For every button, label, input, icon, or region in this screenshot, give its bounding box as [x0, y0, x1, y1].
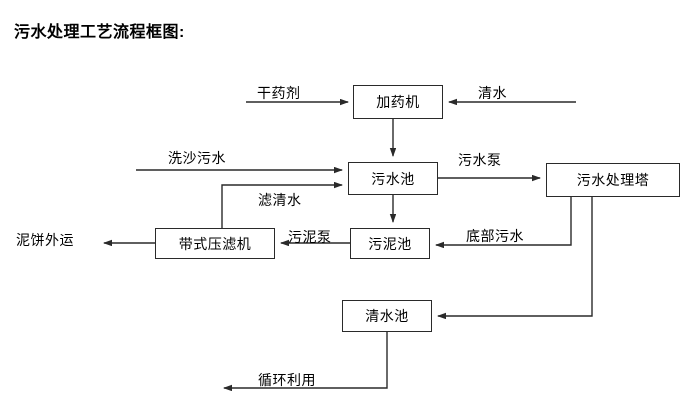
node-sewage-pool[interactable]: 污水池: [348, 162, 438, 195]
node-clean-water-pool[interactable]: 清水池: [342, 300, 432, 332]
node-clean-water-pool-label: 清水池: [365, 308, 409, 324]
edge-label-bottom-sewage: 底部污水: [466, 228, 524, 244]
node-dosing-machine-label: 加药机: [376, 94, 420, 110]
page-title: 污水处理工艺流程框图:: [14, 24, 185, 41]
edge-filtrate-to-sewage-pool: [221, 181, 343, 228]
edge-tower-to-clean-water-pool: [437, 197, 593, 320]
terminal-label-dry-reagent: 干药剂: [257, 85, 301, 101]
node-treatment-tower[interactable]: 污水处理塔: [546, 163, 680, 197]
terminal-label-sand-washing-sewage: 洗沙污水: [168, 150, 226, 166]
edge-label-recycle-use: 循环利用: [258, 372, 316, 388]
edge-label-filtrate: 滤清水: [258, 192, 302, 208]
node-belt-filter-press[interactable]: 带式压滤机: [155, 228, 275, 259]
edge-clean-water-pool-to-recycle: [223, 332, 388, 392]
node-sludge-pool[interactable]: 污泥池: [350, 228, 430, 259]
node-belt-filter-press-label: 带式压滤机: [178, 235, 252, 252]
terminal-label-mud-cake-transport: 泥饼外运: [16, 232, 74, 248]
edge-tower-to-sludge-pool: [435, 197, 572, 249]
edge-label-sludge-pump: 污泥泵: [288, 229, 332, 245]
node-treatment-tower-label: 污水处理塔: [576, 172, 650, 188]
node-sewage-pool-label: 污水池: [371, 170, 415, 187]
terminal-label-clean-water-inlet: 清水: [478, 85, 507, 101]
edge-label-sewage-pump: 污水泵: [458, 152, 502, 168]
node-dosing-machine[interactable]: 加药机: [353, 85, 443, 119]
node-sludge-pool-label: 污泥池: [368, 235, 412, 252]
